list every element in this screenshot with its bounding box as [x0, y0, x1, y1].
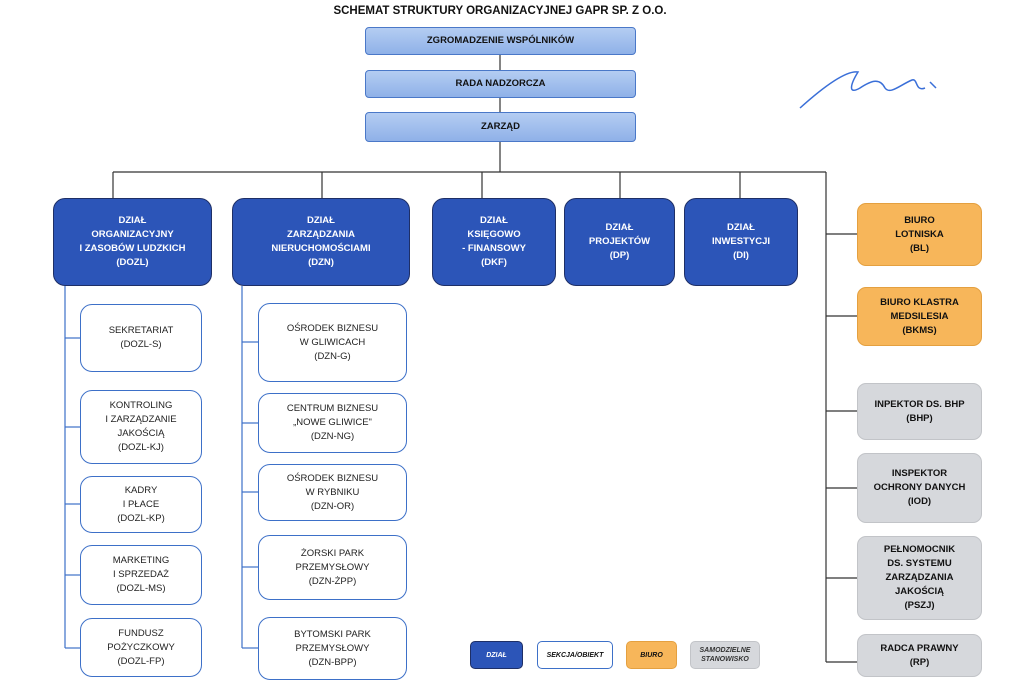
box-dozl-fp: FUNDUSZ POŻYCZKOWY (DOZL-FP) — [80, 618, 202, 677]
box-dozl-kp: KADRY I PŁACE (DOZL-KP) — [80, 476, 202, 533]
box-dp: DZIAŁ PROJEKTÓW (DP) — [564, 198, 675, 286]
box-rada-nadzorcza: RADA NADZORCZA — [365, 70, 636, 98]
box-dozl-s: SEKRETARIAT (DOZL-S) — [80, 304, 202, 372]
legend-dzial: DZIAŁ — [470, 641, 523, 669]
signature — [799, 71, 937, 109]
box-dozl-ms: MARKETING I SPRZEDAŻ (DOZL-MS) — [80, 545, 202, 605]
box-dzn-bpp: BYTOMSKI PARK PRZEMYSŁOWY (DZN-BPP) — [258, 617, 407, 680]
legend-sekcja: SEKCJA/OBIEKT — [537, 641, 613, 669]
box-dzn: DZIAŁ ZARZĄDZANIA NIERUCHOMOŚCIAMI (DZN) — [232, 198, 410, 286]
box-rp: RADCA PRAWNY (RP) — [857, 634, 982, 677]
box-dzn-zpp: ŻORSKI PARK PRZEMYSŁOWY (DZN-ŻPP) — [258, 535, 407, 600]
legend-stanowisko: SAMODZIELNE STANOWISKO — [690, 641, 760, 669]
box-dzn-ng: CENTRUM BIZNESU „NOWE GLIWICE" (DZN-NG) — [258, 393, 407, 453]
box-dozl: DZIAŁ ORGANIZACYJNY I ZASOBÓW LUDZKICH (… — [53, 198, 212, 286]
box-iod: INSPEKTOR OCHRONY DANYCH (IOD) — [857, 453, 982, 523]
box-zgromadzenie: ZGROMADZENIE WSPÓLNIKÓW — [365, 27, 636, 55]
box-pszj: PEŁNOMOCNIK DS. SYSTEMU ZARZĄDZANIA JAKO… — [857, 536, 982, 620]
legend-biuro: BIURO — [626, 641, 677, 669]
box-dkf: DZIAŁ KSIĘGOWO - FINANSOWY (DKF) — [432, 198, 556, 286]
box-bl: BIURO LOTNISKA (BL) — [857, 203, 982, 266]
box-di: DZIAŁ INWESTYCJI (DI) — [684, 198, 798, 286]
box-bhp: INPEKTOR DS. BHP (BHP) — [857, 383, 982, 440]
box-dozl-kj: KONTROLING I ZARZĄDZANIE JAKOŚCIĄ (DOZL-… — [80, 390, 202, 464]
box-zarzad: ZARZĄD — [365, 112, 636, 142]
box-bkms: BIURO KLASTRA MEDSILESIA (BKMS) — [857, 287, 982, 346]
chart-title: SCHEMAT STRUKTURY ORGANIZACYJNEJ GAPR SP… — [333, 5, 667, 17]
box-dzn-or: OŚRODEK BIZNESU W RYBNIKU (DZN-OR) — [258, 464, 407, 521]
box-dzn-g: OŚRODEK BIZNESU W GLIWICACH (DZN-G) — [258, 303, 407, 382]
